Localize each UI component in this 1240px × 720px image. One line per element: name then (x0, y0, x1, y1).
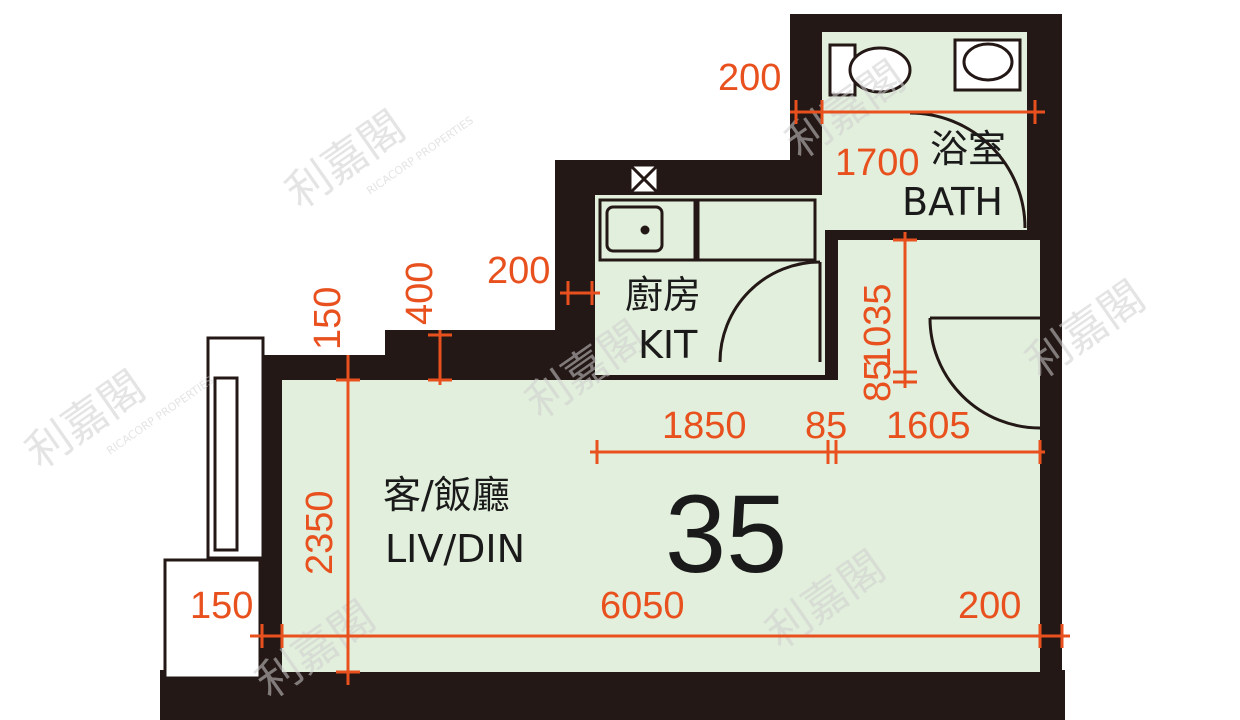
kitchen-label-en: KIT (638, 323, 698, 367)
corridor-door (928, 300, 1054, 430)
corridor-room (838, 240, 1040, 430)
dim-gap-85-vertical: 85 (857, 360, 899, 402)
kitchen-label-zh: 廚房 (625, 273, 701, 317)
dim-wall-150-top: 150 (307, 287, 349, 350)
bath-fixtures (798, 35, 1027, 229)
window-balcony (163, 336, 278, 680)
liv-label-zh: 客/飯廳 (383, 473, 510, 517)
svg-text:利嘉閣: 利嘉閣 (17, 362, 154, 479)
kitchen-fixtures (573, 163, 822, 363)
room-labels: 浴室 BATH 廚房 KIT 客/飯廳 LIV/DIN 35 (383, 127, 1006, 596)
dim-left-wall: 150 (190, 585, 253, 627)
dim-right-wall: 200 (958, 585, 1021, 627)
bath-label-en: BATH (902, 180, 1003, 224)
dim-gap-85-horizontal: 85 (805, 405, 847, 447)
dim-bath-height: 1035 (857, 283, 899, 368)
bath-label-zh: 浴室 (930, 127, 1006, 171)
dimension-labels: 200 1700 200 150 400 1035 85 1850 85 160… (190, 57, 1021, 627)
dim-kitchen-wall: 200 (487, 250, 550, 292)
svg-text:利嘉閣: 利嘉閣 (277, 102, 414, 219)
dim-step-400: 400 (399, 262, 441, 325)
dim-bath-width: 1700 (835, 142, 920, 184)
dim-corridor-width: 1605 (886, 405, 971, 447)
dim-liv-height: 2350 (299, 490, 341, 575)
dim-kitchen-width: 1850 (662, 405, 747, 447)
dimension-lines (250, 100, 1070, 685)
liv-label-en: LIV/DIN (385, 527, 525, 571)
dim-total-width: 6050 (600, 585, 685, 627)
dim-bath-wall: 200 (718, 57, 781, 99)
unit-number: 35 (665, 473, 787, 596)
